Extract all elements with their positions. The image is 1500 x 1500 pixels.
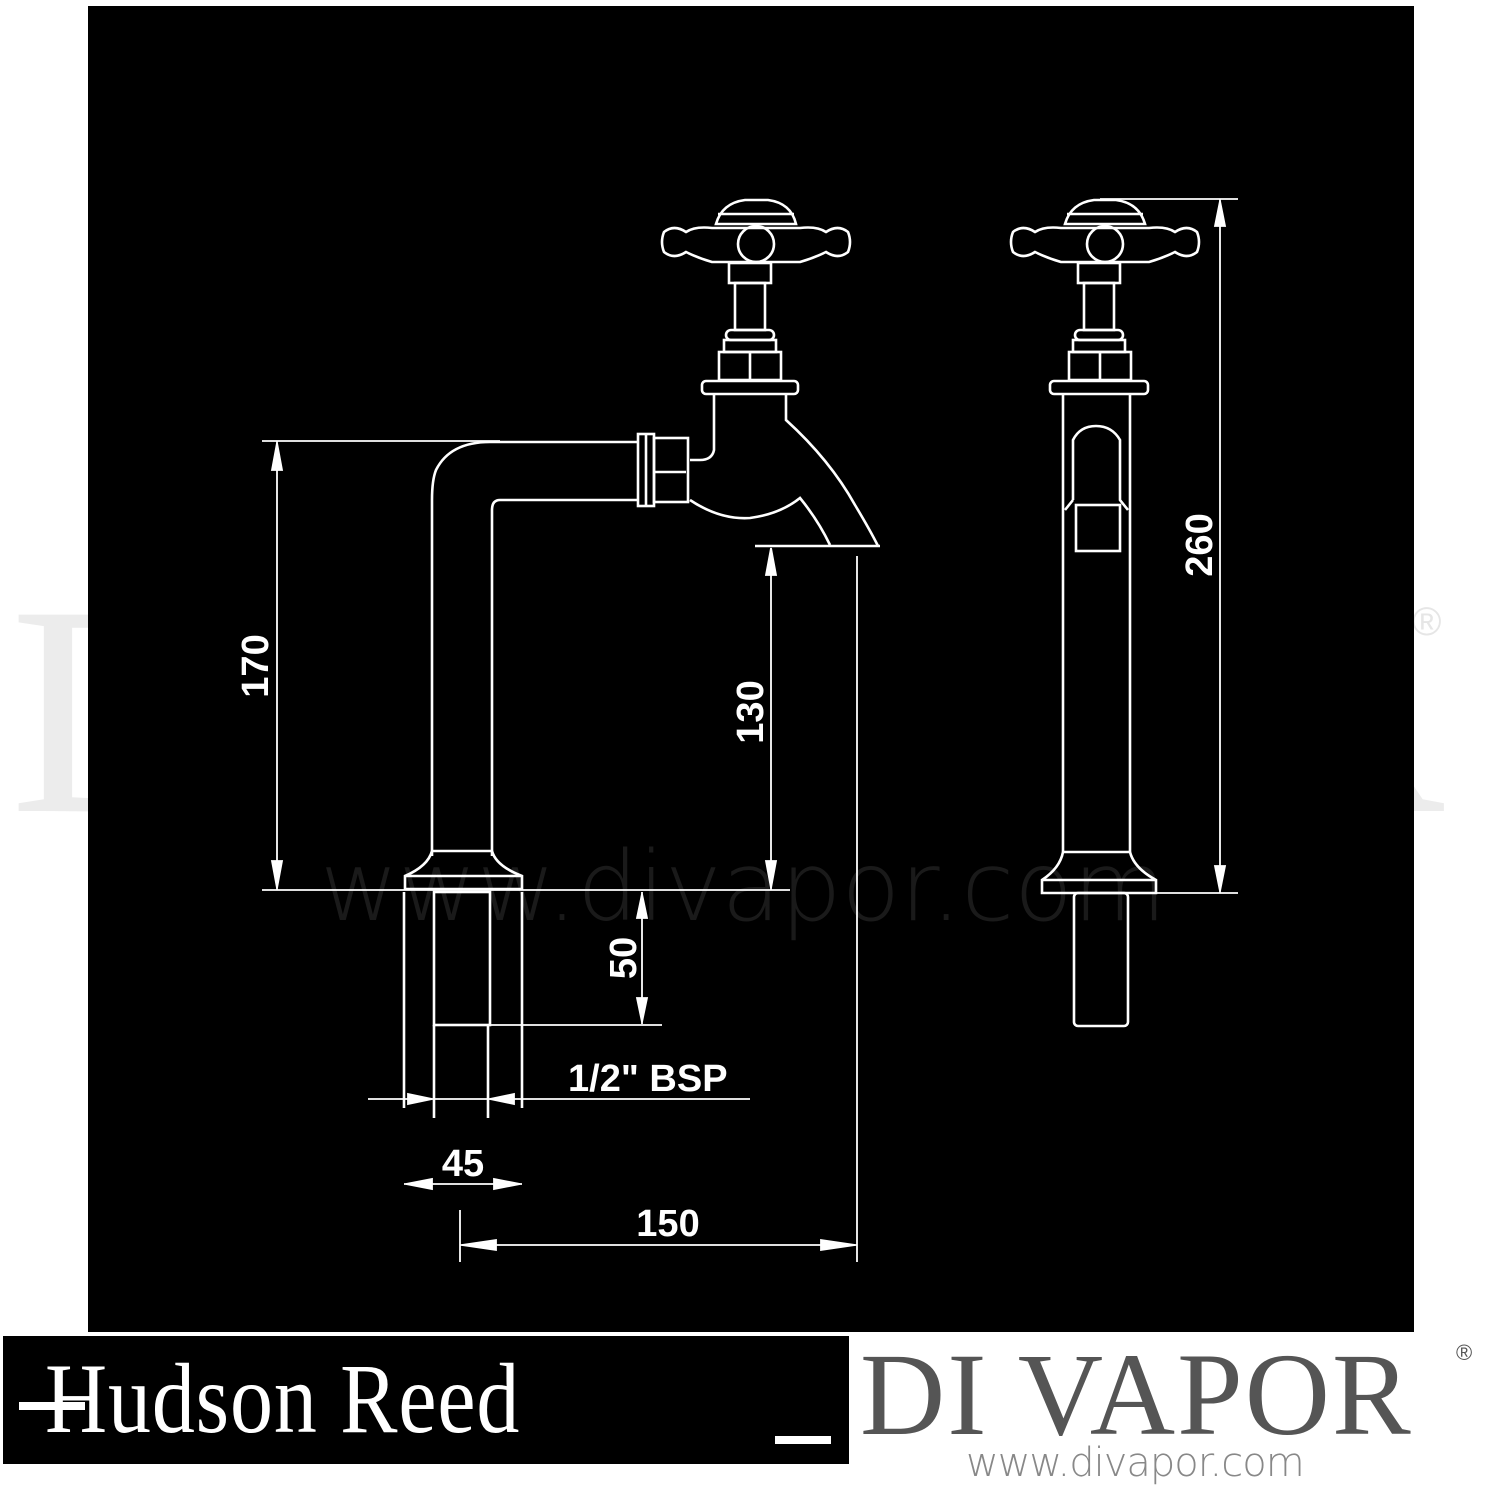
technical-drawing-panel: www.divapor.com	[88, 6, 1414, 1332]
dimension-130: 130	[730, 680, 772, 743]
dimension-150: 150	[636, 1203, 699, 1245]
dimension-bsp: 1/2" BSP	[568, 1058, 728, 1100]
dimension-260: 260	[1179, 513, 1221, 576]
divapor-logo: DI VAPOR	[860, 1329, 1413, 1460]
logo-underline	[775, 1436, 831, 1444]
watermark-registered-mark: ®	[1412, 600, 1442, 644]
hudson-reed-logo: Hudson Reed	[3, 1336, 849, 1464]
technical-drawing: www.divapor.com	[235, 198, 1238, 1262]
handle-icon	[714, 198, 798, 226]
dimension-45: 45	[442, 1143, 484, 1185]
front-view-dimensions	[1100, 198, 1238, 894]
divapor-registered-mark: ®	[1456, 1340, 1473, 1365]
dimension-50: 50	[603, 937, 645, 979]
divapor-url[interactable]: www.divapor.com	[966, 1440, 1305, 1486]
logo-crossbar	[19, 1402, 85, 1410]
front-view	[1009, 198, 1201, 1028]
watermark-url: www.divapor.com	[320, 831, 1166, 943]
dimension-170: 170	[235, 634, 277, 697]
side-view-dimensions	[262, 440, 858, 1262]
hudson-reed-wordmark: Hudson Reed	[45, 1343, 521, 1454]
side-view	[402, 198, 880, 1118]
